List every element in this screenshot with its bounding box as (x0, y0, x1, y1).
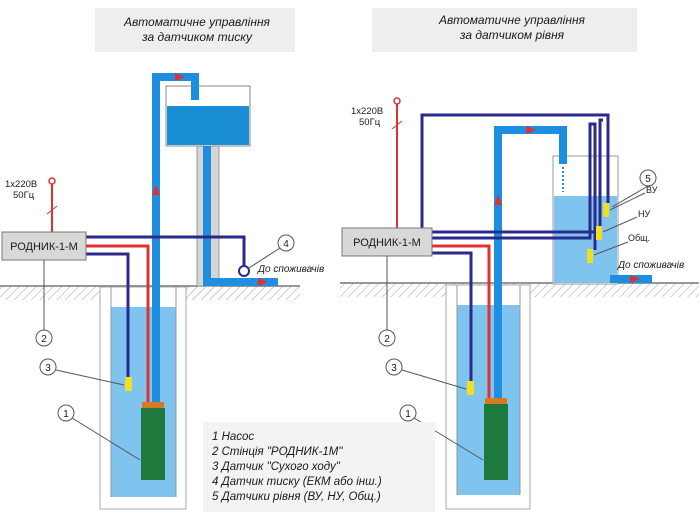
left-callout-2-text: 2 (41, 334, 47, 345)
right-level-sensor-nu (596, 226, 602, 240)
right-common-leader (593, 241, 629, 256)
right-power-tick (391, 120, 403, 130)
left-pressure-sensor (238, 265, 250, 277)
left-callout-4-circle (277, 234, 295, 252)
left-scheme: Автоматичне управління за датчиком тиску… (0, 8, 324, 510)
right-callout-2-text: 2 (384, 334, 390, 345)
right-level-sensor-vu (603, 203, 609, 217)
right-power-terminal (393, 97, 401, 105)
right-label-vu: ВУ (646, 185, 658, 195)
legend-item: 3 Датчик "Сухого ходу" (212, 461, 341, 473)
right-callout-2-circle (378, 329, 396, 347)
right-power-voltage: 1х220В (351, 106, 383, 117)
left-title-line2: за датчиком тиску (141, 30, 253, 44)
left-power-frequency: 50Гц (13, 190, 35, 201)
legend-box (203, 422, 435, 512)
left-callout-4-leader (248, 247, 281, 269)
left-callout-3-text: 3 (45, 363, 51, 374)
right-cable-red (432, 244, 491, 402)
left-cable-blue-sensor (86, 252, 130, 378)
left-dry-run-sensor (125, 377, 132, 391)
left-flow-arrow-2 (175, 73, 185, 81)
right-callout-1-text: 1 (405, 409, 411, 420)
left-cable-blue-pressure (86, 235, 246, 267)
left-callout-3-circle (39, 358, 57, 376)
left-power-terminal (48, 177, 56, 185)
legend-item: 4 Датчик тиску (ЕКМ або інш.) (212, 476, 382, 488)
right-dry-run-sensor (467, 381, 474, 395)
right-flow-arrow-2 (526, 126, 536, 134)
right-title-line1: Автоматичне управління (438, 13, 586, 27)
left-flow-arrow-1 (152, 185, 160, 195)
left-pump (141, 408, 165, 480)
legend: 1 Насос 2 Стінція "РОДНИК-1М" 3 Датчик "… (203, 422, 435, 512)
left-title-line1: Автоматичне управління (123, 15, 271, 29)
right-flow-arrow-3 (630, 275, 640, 283)
left-controller-label: РОДНИК-1-М (10, 241, 78, 253)
right-level-sensor-common (587, 249, 593, 263)
right-label-nu: НУ (638, 209, 650, 219)
right-callout-5-text: 5 (645, 174, 651, 185)
left-power-tick (46, 205, 58, 215)
right-callout-1-circle (399, 404, 417, 422)
left-pump-head (142, 402, 164, 408)
right-callout-3-text: 3 (391, 363, 397, 374)
right-pump (484, 404, 508, 480)
right-cable-blue-sensor (432, 251, 473, 382)
right-title-box (372, 8, 637, 52)
left-supply-pipe (203, 146, 278, 286)
left-callout-1-leader (71, 417, 141, 461)
left-callout-1-circle (57, 404, 75, 422)
left-tank-water (167, 106, 249, 145)
left-flow-arrow-3 (258, 278, 268, 286)
right-scheme: Автоматичне управління за датчиком рівня… (340, 8, 699, 510)
left-callout-2-circle (35, 329, 53, 347)
left-consumer-label: До споживачів (257, 264, 324, 275)
right-vu-leader (609, 192, 646, 211)
left-power-voltage: 1х220В (5, 179, 37, 190)
right-nu-leader (602, 216, 638, 233)
right-callout-5-leader (611, 185, 649, 208)
right-power-frequency: 50Гц (359, 117, 381, 128)
legend-item: 2 Стінція "РОДНИК-1М" (211, 446, 343, 458)
right-title-line2: за датчиком рівня (459, 28, 565, 42)
left-cable-red (86, 244, 150, 404)
left-controller-box (1, 231, 87, 261)
left-title-box (95, 8, 295, 52)
right-callout-3-circle (385, 358, 403, 376)
legend-item: 1 Насос (212, 431, 254, 443)
right-callout-5-circle (639, 169, 657, 187)
left-callout-3-leader (55, 369, 125, 386)
right-flow-arrow-1 (494, 195, 502, 205)
legend-item: 5 Датчики рівня (ВУ, НУ, Общ.) (212, 491, 381, 503)
right-controller-label: РОДНИК-1-М (353, 237, 421, 249)
right-label-common: Общ. (628, 233, 650, 243)
right-cable-level (420, 113, 610, 250)
right-pump-head (485, 398, 507, 404)
right-callout-3-leader (401, 369, 467, 390)
left-callout-4-text: 4 (283, 239, 289, 250)
right-consumer-label: До споживачів (617, 260, 684, 271)
left-callout-1-text: 1 (63, 409, 69, 420)
